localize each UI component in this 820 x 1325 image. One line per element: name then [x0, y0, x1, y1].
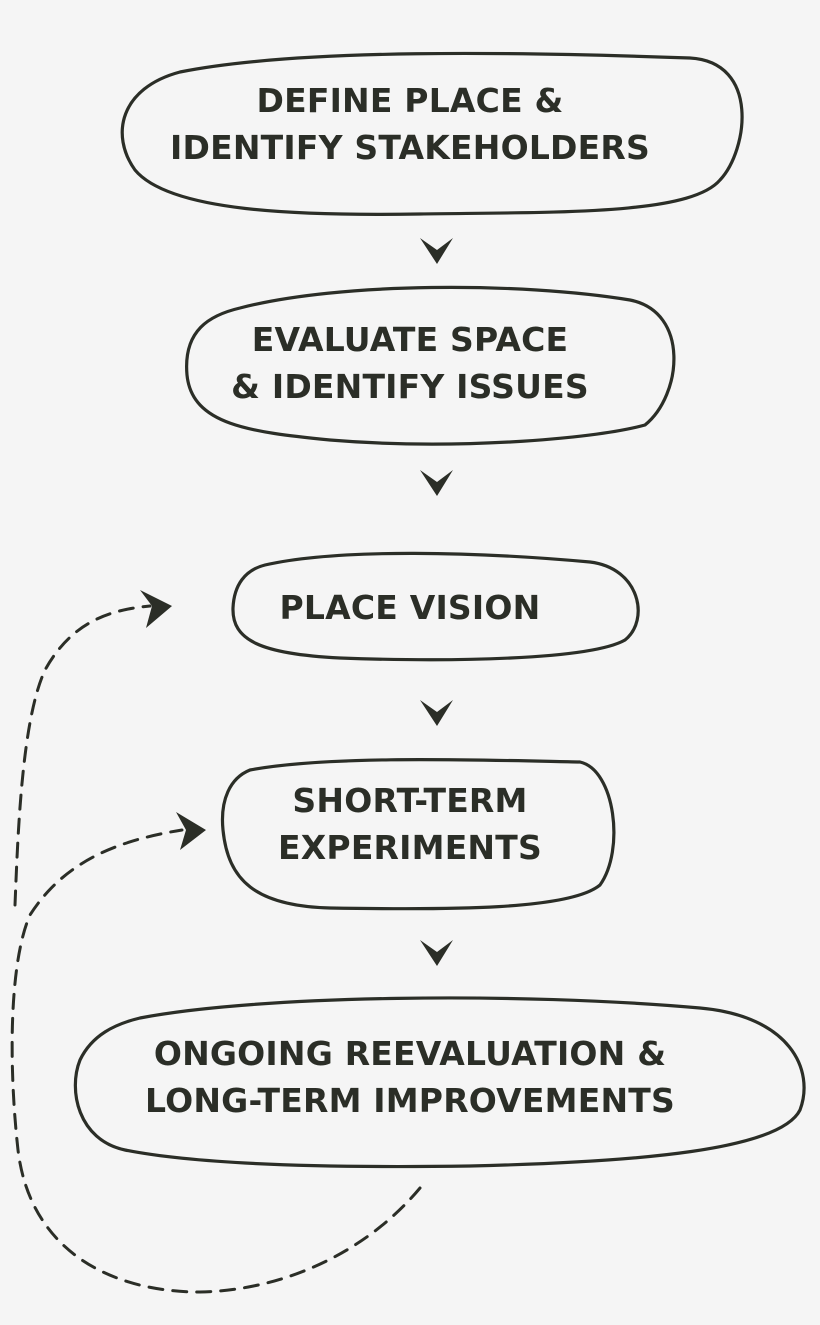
feedback-arrowhead-experiments: [176, 812, 206, 850]
step-5-label: ONGOING REEVALUATION & LONG-TERM IMPROVE…: [0, 1030, 820, 1124]
step-1-shape: [120, 51, 744, 217]
step-3-label: PLACE VISION: [0, 584, 820, 631]
arrow-step4-to-step5: [420, 940, 453, 966]
step-3-shape: [231, 551, 640, 662]
step-1-label: DEFINE PLACE & IDENTIFY STAKEHOLDERS: [0, 77, 820, 171]
arrow-step1-to-step2: [420, 238, 453, 264]
step-5-line-1: ONGOING REEVALUATION &: [153, 1034, 667, 1073]
step-4-line-2: EXPERIMENTS: [278, 828, 542, 867]
arrow-step2-to-step3: [420, 470, 453, 496]
feedback-arrowhead-vision: [140, 590, 172, 628]
step-1-line-2: IDENTIFY STAKEHOLDERS: [170, 128, 650, 167]
step-2-line-2: & IDENTIFY ISSUES: [231, 367, 589, 406]
feedback-loop-to-experiments: [10, 828, 422, 1294]
step-2-label: EVALUATE SPACE & IDENTIFY ISSUES: [0, 316, 820, 410]
step-4-label: SHORT-TERM EXPERIMENTS: [0, 777, 820, 871]
step-5-shape: [73, 996, 806, 1169]
arrow-step3-to-step4: [420, 700, 453, 726]
step-2-shape: [185, 285, 676, 446]
step-2-line-1: EVALUATE SPACE: [251, 320, 569, 359]
step-5-line-2: LONG-TERM IMPROVEMENTS: [145, 1081, 675, 1120]
step-4-shape: [220, 757, 616, 911]
step-4-line-1: SHORT-TERM: [292, 781, 528, 820]
step-1-line-1: DEFINE PLACE &: [256, 81, 564, 120]
feedback-loop-to-vision: [13, 604, 152, 907]
step-3-line-1: PLACE VISION: [279, 588, 541, 627]
